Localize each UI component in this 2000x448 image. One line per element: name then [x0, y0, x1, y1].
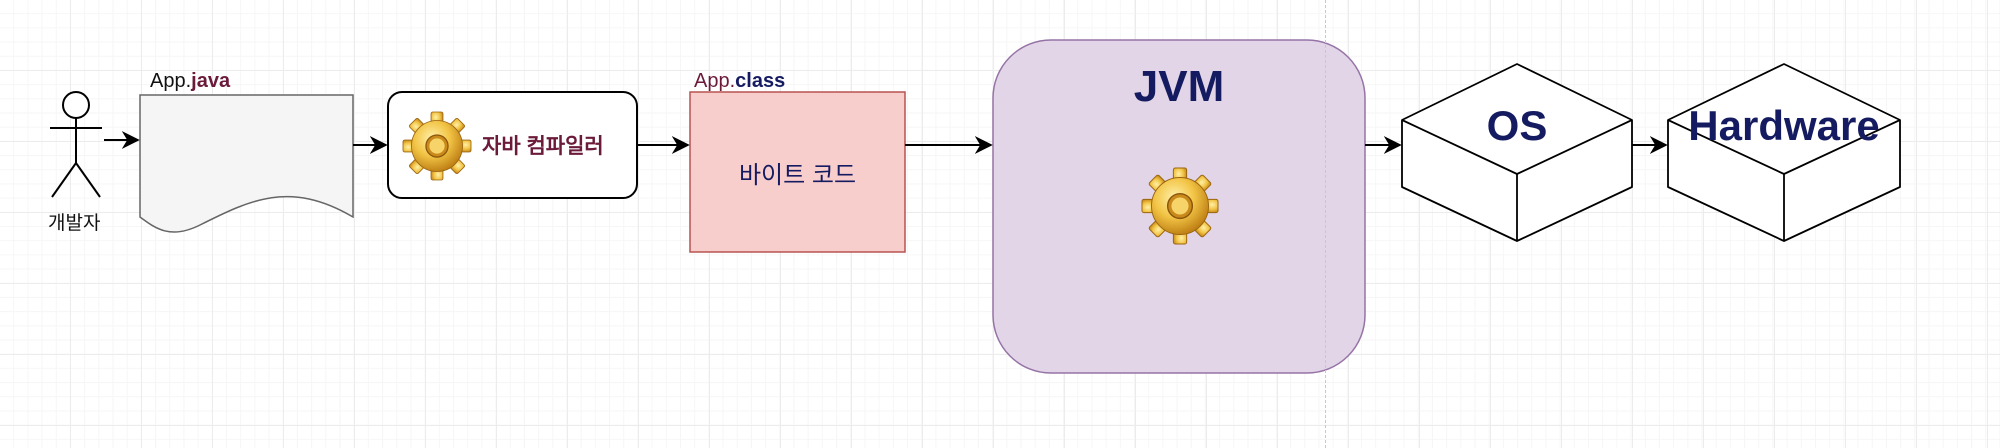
- class-file-name-prefix: App.: [694, 70, 736, 92]
- developer-label: 개발자: [48, 213, 101, 234]
- compiler-gear-icon: [402, 111, 472, 181]
- source-file-name: App.java: [150, 70, 230, 93]
- os-cube: [1401, 63, 1633, 242]
- hardware-cube: [1667, 63, 1901, 242]
- source-file-extension: java: [191, 70, 231, 92]
- developer-actor: [50, 91, 102, 198]
- os-label: OS: [1486, 102, 1548, 149]
- page-break-divider: [1325, 0, 1326, 448]
- jvm-label: JVM: [1133, 62, 1225, 111]
- class-file-extension: class: [735, 70, 786, 92]
- compiler-label: 자바 컴파일러: [482, 135, 604, 158]
- bytecode-label: 바이트 코드: [738, 162, 857, 189]
- bytecode-box: [689, 91, 906, 253]
- class-file-name: App.class: [694, 70, 785, 93]
- source-document-shape: [139, 94, 354, 233]
- jvm-gear-icon: [1141, 167, 1219, 245]
- hardware-label: Hardware: [1688, 102, 1880, 149]
- source-file-name-prefix: App.: [150, 70, 192, 92]
